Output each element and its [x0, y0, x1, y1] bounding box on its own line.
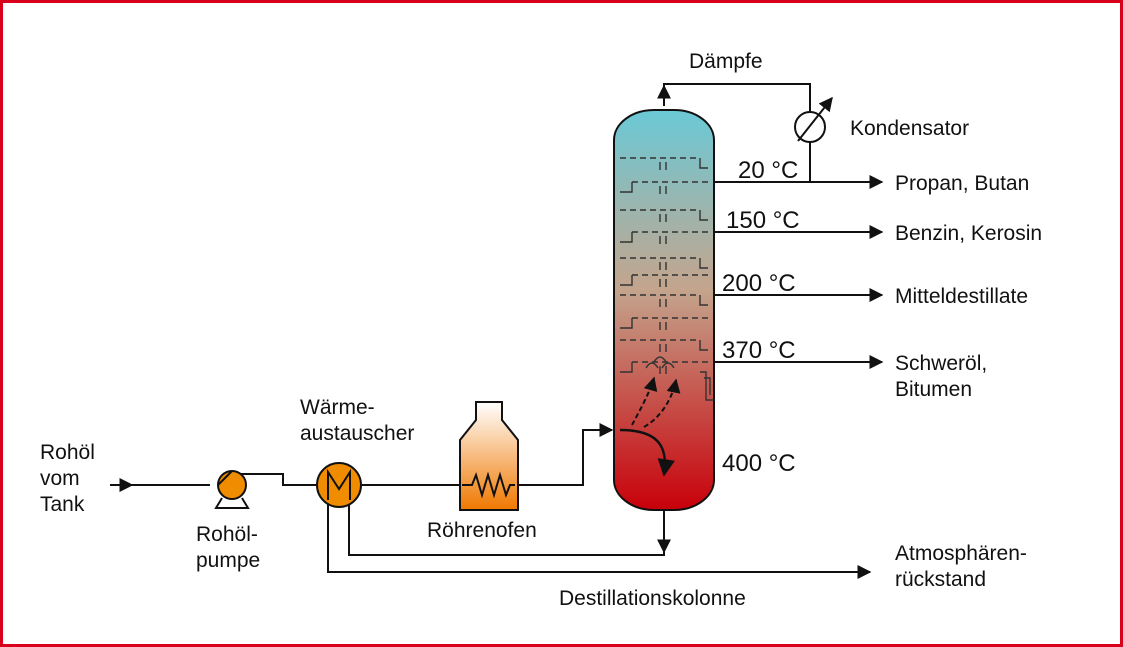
- temp-370: 370 °C: [722, 337, 796, 364]
- column-trays: [620, 157, 708, 374]
- tray-cap: [659, 262, 667, 270]
- product-mitteldestillate: Mitteldestillate: [895, 285, 1028, 308]
- feed-flow-arrow: [619, 428, 675, 477]
- vapor-rise-arrow-left: [631, 376, 658, 426]
- column-side-pipe-inner: [704, 377, 711, 395]
- tray-downcomer: [620, 362, 633, 373]
- pump-to-exchanger-pipe: [232, 473, 316, 486]
- pump-outlet: [217, 470, 233, 486]
- column-label: Destillationskolonne: [559, 587, 746, 610]
- condenser-arrow: [797, 96, 833, 142]
- column-side-pipe: [700, 371, 714, 401]
- tray-downcomer: [699, 158, 708, 169]
- tray-downcomer: [620, 318, 633, 329]
- heat-exchanger-coil: [327, 468, 351, 500]
- furnace-icon: [459, 401, 519, 511]
- tray-downcomer: [620, 275, 633, 286]
- furnace-label: Röhrenofen: [427, 519, 537, 542]
- tray-downcomer: [699, 258, 708, 269]
- vapors-label: Dämpfe: [689, 50, 763, 73]
- temp-150: 150 °C: [726, 207, 800, 234]
- residue-label: Atmosphären- rückstand: [895, 542, 1033, 591]
- tray-cap: [659, 186, 667, 194]
- pump-base: [214, 497, 250, 509]
- tray-cap: [659, 162, 667, 170]
- tray-cap: [659, 279, 667, 287]
- tray-downcomer: [620, 182, 633, 193]
- tray-cap: [659, 214, 667, 222]
- product-propan-butan: Propan, Butan: [895, 172, 1029, 195]
- tray-downcomer: [699, 295, 708, 306]
- crude-source-label: Rohöl vom Tank: [40, 441, 101, 516]
- temp-20: 20 °C: [738, 157, 798, 184]
- temp-200: 200 °C: [722, 270, 796, 297]
- tray-downcomer: [699, 210, 708, 221]
- tray-cap: [659, 344, 667, 352]
- furnace-to-column-pipe: [515, 423, 614, 486]
- tray-downcomer: [620, 232, 633, 243]
- product-schweroel: Schweröl, Bitumen: [895, 352, 993, 401]
- tray-cap: [659, 299, 667, 307]
- tray-cap: [659, 322, 667, 330]
- pump-icon: [217, 470, 247, 500]
- vapor-rise-arrow-right: [643, 378, 681, 428]
- furnace-coil: [462, 471, 515, 499]
- bubble-caps: [645, 356, 675, 369]
- heat-exchanger-icon: [316, 462, 362, 508]
- heat-exchanger-label: Wärme- austauscher: [300, 396, 414, 445]
- residue-pipe: [327, 500, 872, 579]
- tray-cap: [659, 366, 667, 374]
- tray-cap: [659, 236, 667, 244]
- temp-400: 400 °C: [722, 450, 796, 477]
- pump-label: Rohöl- pumpe: [196, 523, 264, 572]
- condenser-label: Kondensator: [850, 117, 969, 140]
- product-benzin-kerosin: Benzin, Kerosin: [895, 222, 1042, 245]
- tray-downcomer: [699, 340, 708, 351]
